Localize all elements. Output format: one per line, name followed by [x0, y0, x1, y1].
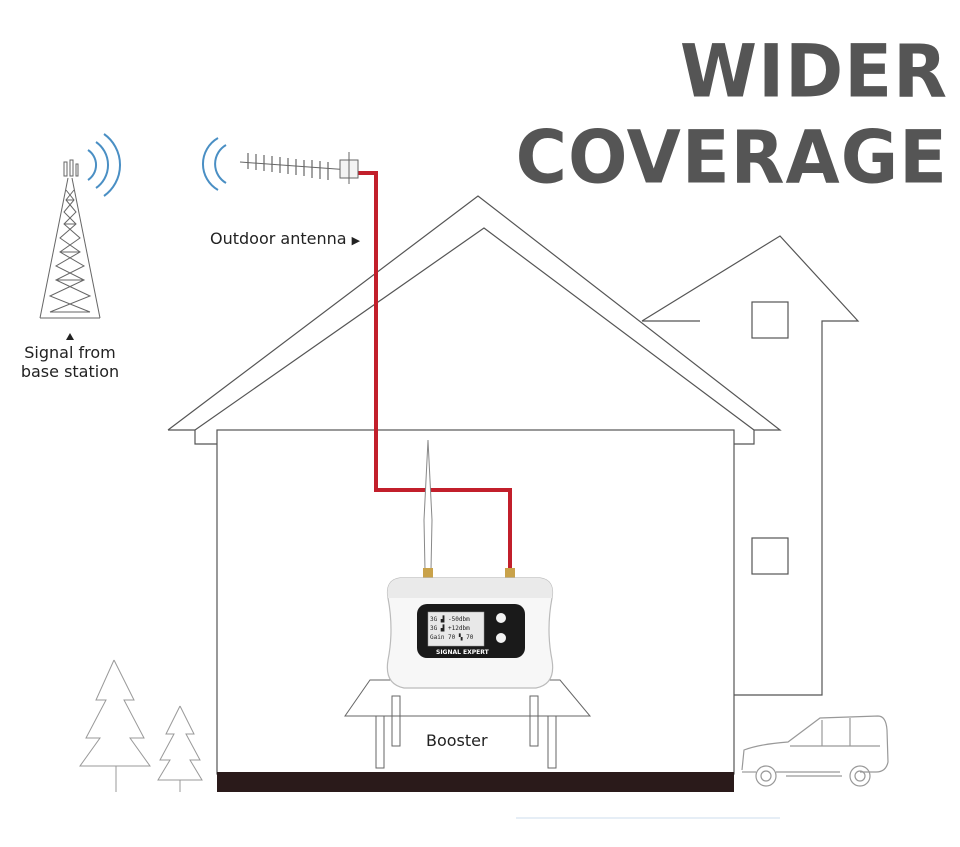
device-button-top[interactable] — [496, 613, 506, 623]
signal-base-label: Signal from base station — [18, 343, 122, 381]
signal-base-line1: Signal from — [24, 343, 116, 362]
signal-wave-icon — [201, 137, 227, 191]
main-house-roof — [167, 195, 782, 445]
device-button-bottom[interactable] — [496, 633, 506, 643]
device-brand: SIGNAL EXPERT — [436, 649, 490, 656]
tower-pointer-icon — [66, 333, 74, 340]
booster-label: Booster — [426, 731, 488, 750]
cell-tower-icon — [39, 159, 101, 319]
svg-text:Gain 70 ▚ 70: Gain 70 ▚ 70 — [430, 633, 474, 641]
svg-text:3G ▟ +12dbm: 3G ▟ +12dbm — [430, 624, 470, 632]
outdoor-antenna-text: Outdoor antenna — [210, 229, 347, 248]
antenna-cable — [352, 171, 512, 578]
house-floor — [217, 772, 734, 792]
signal-base-line2: base station — [20, 362, 120, 381]
booster-device-icon: 3G ▟ -50dbm 3G ▟ +12dbm Gain 70 ▚ 70 SIG… — [386, 439, 554, 689]
outdoor-antenna-label: Outdoor antenna ▶ — [210, 229, 360, 248]
tree-icon — [79, 659, 203, 792]
secondary-house — [641, 235, 860, 696]
yagi-antenna-icon — [239, 152, 359, 184]
svg-text:3G ▟ -50dbm: 3G ▟ -50dbm — [430, 615, 470, 623]
page-title: WIDER COVERAGE — [515, 28, 948, 201]
triangle-right-icon: ▶ — [351, 234, 361, 247]
car-icon — [741, 715, 889, 787]
tower-signal-wave-icon — [87, 133, 121, 197]
